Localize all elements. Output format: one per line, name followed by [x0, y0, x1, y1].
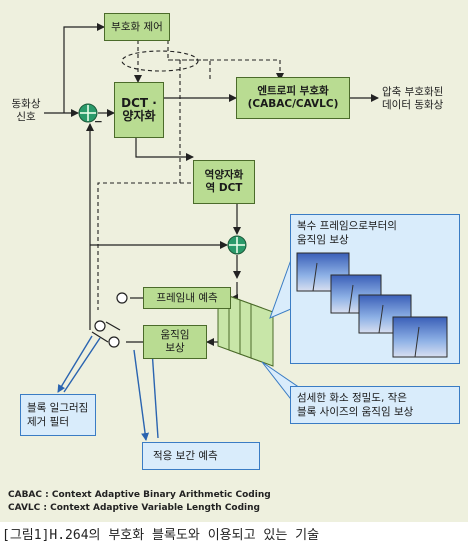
add-adder-icon — [227, 235, 247, 255]
reference-photo-stack — [296, 252, 448, 358]
multi-frame-callout: 복수 프레임으로부터의 움직임 보상 — [290, 214, 460, 364]
intra-prediction-label: 프레임내 예측 — [156, 291, 218, 304]
fine-pixel-callout: 섬세한 화소 정밀도, 작은 블록 사이즈의 움직임 보상 — [290, 386, 460, 424]
legend-cavlc: CAVLC : Context Adaptive Variable Length… — [8, 503, 260, 513]
reference-frames-icon — [217, 291, 274, 367]
inverse-dct-block: 역양자화 역 DCT — [193, 160, 255, 204]
multi-frame-text: 복수 프레임으로부터의 움직임 보상 — [297, 220, 397, 246]
output-data-label: 압축 부호화된 데이터 동화상 — [382, 86, 444, 111]
coding-control-label: 부호화 제어 — [111, 20, 163, 33]
entropy-coding-label: 엔트로피 부호화 (CABAC/CAVLC) — [247, 85, 339, 110]
dct-quant-label: DCT · 양자화 — [121, 96, 157, 123]
motion-compensation-block: 움직임 보상 — [143, 325, 207, 359]
deblocking-filter-callout: 블록 일그러짐 제거 필터 — [20, 394, 96, 436]
dct-quant-block: DCT · 양자화 — [114, 82, 164, 138]
input-signal-label: 동화상 신호 — [11, 98, 41, 123]
entropy-coding-block: 엔트로피 부호화 (CABAC/CAVLC) — [236, 77, 350, 119]
subtract-adder-icon — [78, 103, 98, 123]
figure-caption: [그림1]H.264의 부호화 블록도와 이용되고 있는 기술 — [2, 528, 320, 543]
minus-sign: − — [94, 116, 103, 128]
motion-compensation-label: 움직임 보상 — [160, 329, 190, 354]
adaptive-interpolation-callout: 적응 보간 예측 — [142, 442, 260, 470]
intra-prediction-block: 프레임내 예측 — [143, 287, 231, 309]
legend-cabac: CABAC : Context Adaptive Binary Arithmet… — [8, 490, 271, 500]
inverse-dct-label: 역양자화 역 DCT — [204, 169, 244, 194]
coding-control-block: 부호화 제어 — [104, 13, 170, 41]
